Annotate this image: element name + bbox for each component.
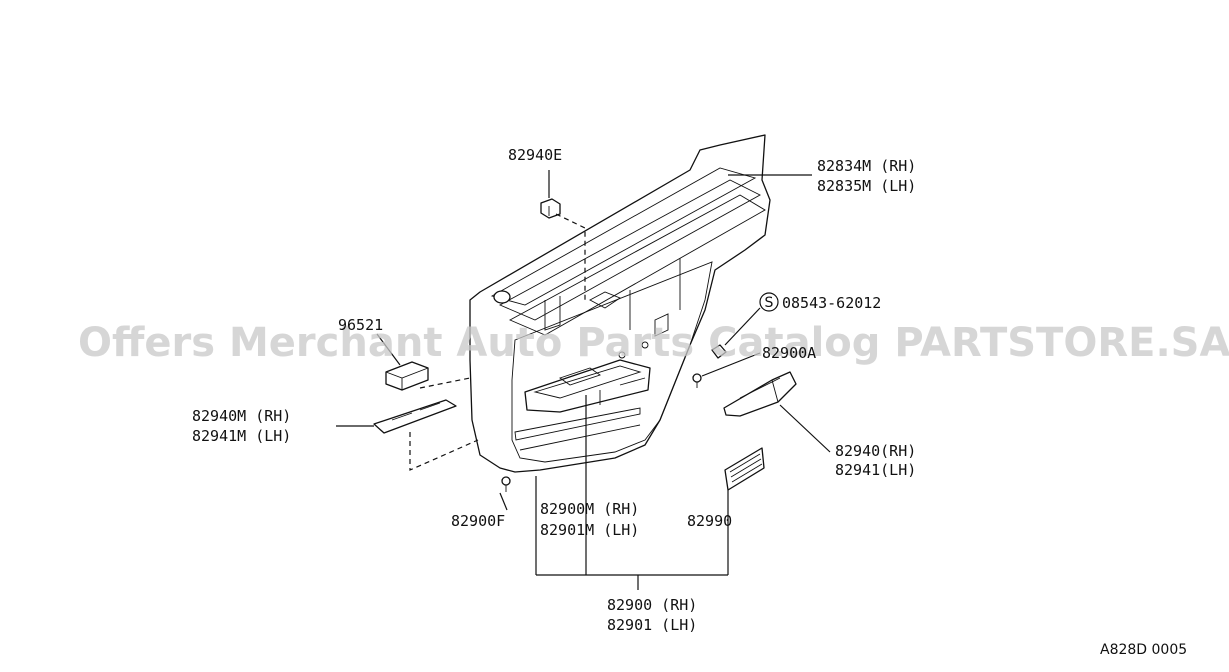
label-96521: 96521	[338, 316, 383, 334]
dash-82940e	[555, 213, 586, 300]
label-82940e: 82940E	[508, 146, 562, 164]
leader-82900f	[499, 492, 508, 511]
label-82834m: 82834M (RH)	[817, 157, 916, 175]
label-82901: 82901 (LH)	[607, 616, 697, 634]
label-82900: 82900 (RH)	[607, 596, 697, 614]
label-82940: 82940(RH)	[835, 442, 916, 460]
label-82941m: 82941M (LH)	[192, 427, 291, 445]
cap-96521	[385, 361, 429, 391]
leader-96521	[376, 333, 401, 366]
clip-82900f	[501, 476, 511, 492]
clip-82900a	[692, 373, 702, 388]
label-82901m: 82901M (LH)	[540, 521, 639, 539]
escutcheon-82940m	[373, 399, 457, 434]
label-82835m: 82835M (LH)	[817, 177, 916, 195]
armrest-82940	[723, 371, 797, 417]
label-08543: 08543-62012	[782, 294, 881, 312]
screw-symbol-circle	[759, 292, 779, 312]
leader-82900a	[701, 352, 761, 377]
label-82900f: 82900F	[451, 512, 505, 530]
screw-symbol: S	[765, 295, 774, 311]
door-trim-panel	[469, 134, 771, 473]
screw-08543: S	[711, 292, 779, 359]
grille-82990	[724, 447, 765, 491]
assembly-bracket	[535, 395, 729, 590]
diagram-code: A828D 0005	[1100, 642, 1187, 658]
dash-82940m	[409, 432, 479, 471]
label-82900m: 82900M (RH)	[540, 500, 639, 518]
leader-82940	[779, 404, 831, 453]
watermark: Offers Merchant Auto Parts Catalog PARTS…	[78, 320, 1229, 366]
label-82990: 82990	[687, 512, 732, 530]
leader-08543	[724, 307, 761, 346]
clip-82940e	[540, 198, 561, 219]
label-82941: 82941(LH)	[835, 461, 916, 479]
label-82900a: 82900A	[762, 344, 816, 362]
label-82940m: 82940M (RH)	[192, 407, 291, 425]
